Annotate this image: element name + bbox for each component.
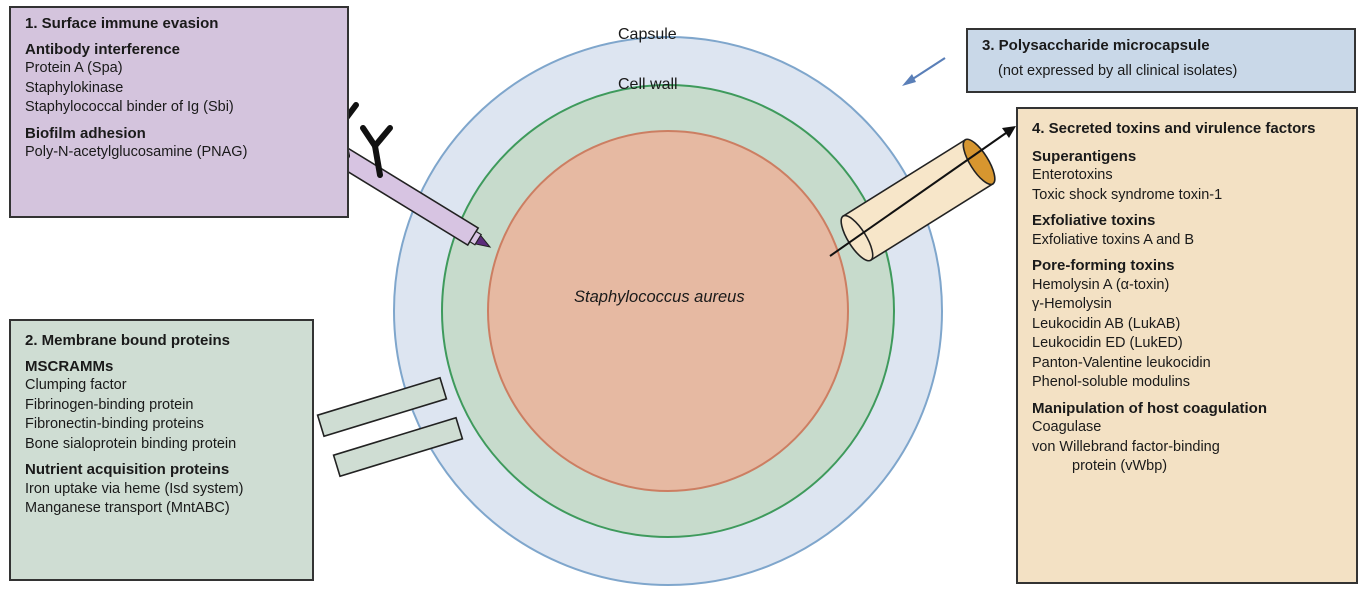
list-item: Enterotoxins bbox=[1032, 167, 1113, 183]
list-item: Manganese transport (MntABC) bbox=[25, 500, 230, 516]
group-heading: Pore-forming toxins bbox=[1032, 257, 1175, 274]
group-heading: Superantigens bbox=[1032, 147, 1137, 165]
box-subtitle: (not expressed by all clinical isolates) bbox=[998, 62, 1238, 79]
capsule-pointer-arrow bbox=[902, 57, 946, 86]
list-item: Iron uptake via heme (Isd system) bbox=[25, 480, 244, 497]
list-item: Fibrinogen-binding protein bbox=[25, 396, 194, 413]
membrane-protein-icon bbox=[332, 416, 464, 478]
box-title: 1. Surface immune evasion bbox=[25, 15, 219, 32]
secreted-toxins-box: 4. Secreted toxins and virulence factors… bbox=[1016, 107, 1358, 584]
group-heading: MSCRAMMs bbox=[25, 357, 114, 375]
group-heading: Biofilm adhesion bbox=[25, 124, 146, 142]
cell-wall-label: Cell wall bbox=[618, 76, 678, 93]
list-item: γ-Hemolysin bbox=[1032, 296, 1112, 312]
list-item: von Willebrand factor-binding bbox=[1032, 438, 1220, 455]
polysaccharide-microcapsule-box: 3. Polysaccharide microcapsule (not expr… bbox=[966, 28, 1356, 93]
membrane-protein-icon bbox=[316, 376, 448, 438]
list-item: Hemolysin A (α-toxin) bbox=[1032, 276, 1170, 293]
group-heading: Manipulation of host coagulation bbox=[1032, 399, 1267, 417]
group-heading: Antibody interference bbox=[25, 40, 181, 58]
box-title: 2. Membrane bound proteins bbox=[25, 332, 231, 349]
secretion-arrow bbox=[829, 126, 1016, 257]
list-item: Staphylococcal binder of Ig (Sbi) bbox=[25, 99, 234, 115]
capsule-label: Capsule bbox=[618, 26, 677, 43]
list-item: Poly-N-acetylglucosamine (PNAG) bbox=[25, 144, 248, 160]
cytoplasm bbox=[487, 130, 849, 492]
list-item: Leukocidin AB (LukAB) bbox=[1032, 315, 1181, 332]
list-item: Clumping factor bbox=[25, 377, 127, 393]
membrane-bound-proteins-box: 2. Membrane bound proteins MSCRAMMs Clum… bbox=[9, 319, 314, 581]
list-item: Leukocidin ED (LukED) bbox=[1032, 335, 1183, 351]
antibody-icon bbox=[360, 125, 393, 178]
list-item: Coagulase bbox=[1032, 419, 1102, 435]
list-item: protein (vWbp) bbox=[1072, 458, 1168, 474]
list-item: Panton-Valentine leukocidin bbox=[1032, 354, 1211, 371]
organism-label: Staphylococcus aureus bbox=[574, 288, 745, 306]
box-title: 4. Secreted toxins and virulence factors bbox=[1032, 120, 1316, 137]
group-heading: Exfoliative toxins bbox=[1032, 212, 1156, 229]
group-heading: Nutrient acquisition proteins bbox=[25, 461, 230, 478]
list-item: Toxic shock syndrome toxin-1 bbox=[1032, 186, 1223, 203]
box-title: 3. Polysaccharide microcapsule bbox=[982, 37, 1210, 54]
list-item: Bone sialoprotein binding protein bbox=[25, 435, 237, 452]
surface-immune-evasion-box: 1. Surface immune evasion Antibody inter… bbox=[9, 6, 349, 218]
list-item: Protein A (Spa) bbox=[25, 60, 123, 76]
list-item: Exfoliative toxins A and B bbox=[1032, 231, 1195, 248]
list-item: Staphylokinase bbox=[25, 79, 124, 96]
list-item: Fibronectin-binding proteins bbox=[25, 416, 204, 432]
list-item: Phenol-soluble modulins bbox=[1032, 374, 1190, 390]
